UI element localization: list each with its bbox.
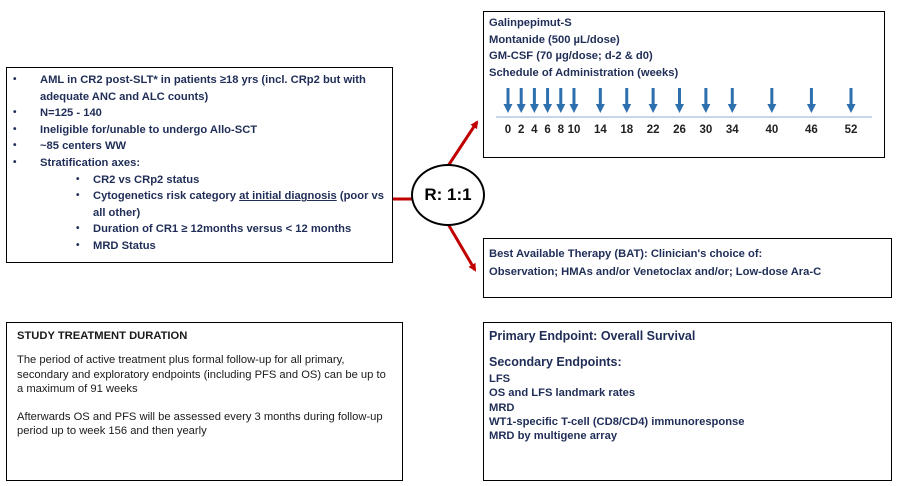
strat-item-duration: Duration of CR1 ≥ 12months versus < 12 m… [13,221,388,238]
randomization-node: R: 1:1 [411,164,485,226]
week-label: 0 [505,124,511,136]
week-label: 34 [726,124,739,136]
arm-a-adjuvant: Montanide (500 µL/dose) [489,33,620,46]
arrow-to-arm-a [446,120,479,167]
strat-item-mrd: MRD Status [13,238,388,255]
duration-paragraph-2: Afterwards OS and PFS will be assessed e… [17,411,383,438]
week-label: 18 [620,124,633,136]
week-label: 26 [673,124,686,136]
eligibility-item: AML in CR2 post-SLT* in patients ≥18 yrs… [13,72,388,105]
dose-arrow [806,88,816,113]
arm-a-box: Galinpepimut-S Montanide (500 µL/dose) G… [483,11,885,158]
arrow-to-arm-b [446,223,477,272]
week-label: 52 [845,124,858,136]
dose-arrow [556,88,566,113]
arm-b-title: Best Available Therapy (BAT): Clinician'… [489,248,763,260]
strat-item-cr2: CR2 vs CRp2 status [13,172,388,189]
dose-arrow [648,88,658,113]
eligibility-box: AML in CR2 post-SLT* in patients ≥18 yrs… [6,67,393,263]
dose-arrow [727,88,737,113]
eligibility-item: Stratification axes: [13,155,388,172]
dose-arrow [569,88,579,113]
secondary-endpoint: MRD [489,401,515,414]
arm-b-box: Best Available Therapy (BAT): Clinician'… [483,238,892,298]
study-duration-box: STUDY TREATMENT DURATION The period of a… [6,322,403,481]
dose-arrow [595,88,605,113]
week-label: 6 [544,124,550,136]
arm-a-drug: Galinpepimut-S [489,17,572,29]
duration-title: STUDY TREATMENT DURATION [17,330,188,342]
week-label: 4 [531,124,538,136]
secondary-endpoint: LFS [489,372,511,385]
secondary-endpoint: WT1-specific T-cell (CD8/CD4) immunoresp… [489,416,745,429]
eligibility-item: N=125 - 140 [13,105,388,122]
week-label: 2 [518,124,524,136]
arm-b-options: Observation; HMAs and/or Venetoclax and/… [489,266,822,278]
dose-arrow [622,88,632,113]
dose-arrow [846,88,856,113]
duration-paragraph-1: The period of active treatment plus form… [17,354,386,395]
dose-arrow [503,88,513,113]
eligibility-item: Ineligible for/unable to undergo Allo-SC… [13,122,388,139]
eligibility-item: ~85 centers WW [13,138,388,155]
dose-arrow [516,88,526,113]
dose-arrow [543,88,553,113]
strat-item-cytogenetics: Cytogenetics risk category at initial di… [13,188,388,221]
week-label: 14 [594,124,607,136]
primary-endpoint: Primary Endpoint: Overall Survival [489,329,696,343]
dose-arrow [675,88,684,113]
secondary-endpoint: MRD by multigene array [489,430,618,443]
arm-a-gmcsf: GM-CSF (70 µg/dose; d-2 & d0) [489,50,653,62]
dose-arrow [701,88,711,113]
secondary-endpoint: OS and LFS landmark rates [489,387,636,400]
week-label: 8 [558,124,565,136]
dose-arrow [767,88,777,113]
week-label: 22 [647,124,660,136]
week-label: 10 [568,124,581,136]
dose-arrow [529,88,539,113]
week-label: 30 [699,124,712,136]
secondary-endpoints-title: Secondary Endpoints: [489,355,622,370]
week-label: 40 [765,124,778,136]
endpoints-box: Primary Endpoint: Overall Survival Secon… [483,322,892,481]
arm-a-schedule-title: Schedule of Administration (weeks) [489,66,679,79]
week-label: 46 [805,124,818,136]
